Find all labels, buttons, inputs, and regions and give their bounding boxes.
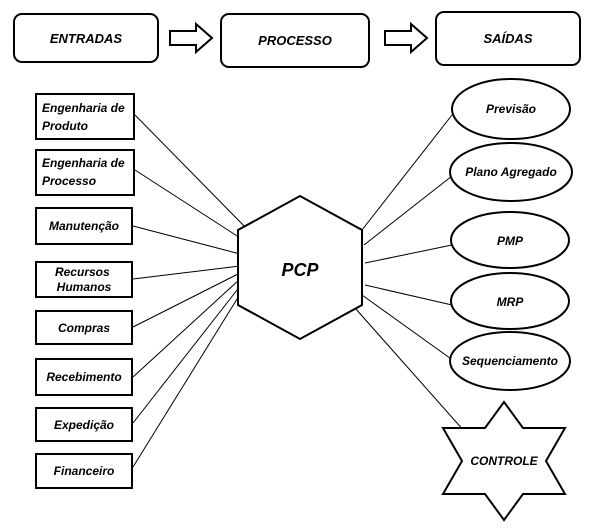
pcp-hexagon (237, 194, 363, 341)
entradas-label: ENTRADAS (50, 31, 123, 46)
connector-input-5 (132, 272, 241, 328)
controle-star (441, 400, 567, 522)
connector-output-4 (364, 284, 453, 306)
input-label: Engenharia de Produto (42, 101, 128, 133)
input-box (35, 149, 135, 196)
controle-label: CONTROLE (470, 454, 538, 468)
connector-input-2 (134, 169, 249, 244)
input-box (35, 207, 133, 245)
connector-input-8 (132, 290, 243, 468)
output-ellipse (450, 272, 570, 330)
input-label: Engenharia de Processo (42, 156, 128, 188)
output-label: MRP (497, 295, 525, 309)
connector-input-7 (132, 284, 242, 424)
connector-output-3 (364, 244, 453, 264)
output-ellipse (451, 78, 571, 140)
arrow-right-icon (169, 21, 214, 55)
input-label: Manutenção (49, 219, 119, 233)
connector-input-6 (132, 278, 241, 378)
entradas-box (13, 13, 159, 63)
header-row: ENTRADAS PROCESSO SAÍDAS (13, 11, 581, 68)
input-label: Recebimento (46, 370, 121, 384)
connector-input-3 (132, 225, 245, 256)
output-label: PMP (497, 234, 524, 248)
input-label: Financeiro (54, 464, 115, 478)
connector-output-1 (361, 114, 453, 231)
output-ellipse (450, 211, 570, 269)
input-box (35, 358, 133, 396)
connector-output-5 (361, 294, 455, 362)
connector-input-1 (134, 114, 251, 233)
arrow-right-icon (384, 21, 429, 55)
input-label: Expedição (54, 418, 114, 432)
output-ellipse (449, 331, 571, 391)
connector-output-2 (363, 175, 453, 246)
input-label: Compras (58, 321, 110, 335)
output-label: Plano Agregado (465, 165, 557, 179)
connector-input-4 (132, 265, 241, 280)
pcp-label: PCP (281, 260, 319, 280)
output-label: Previsão (486, 102, 536, 116)
input-box (35, 310, 133, 345)
saidas-label: SAÍDAS (483, 31, 532, 46)
input-box (35, 261, 133, 298)
input-list: Engenharia de Produto Engenharia de Proc… (35, 93, 135, 489)
output-list: Previsão Plano Agregado PMP MRP Sequenci… (449, 78, 573, 391)
input-box (35, 453, 133, 489)
input-box (35, 93, 135, 140)
output-label: Sequenciamento (462, 354, 558, 368)
connector-output-controle (354, 307, 466, 433)
input-label: Recursos Humanos (55, 265, 113, 294)
connectors (132, 114, 466, 468)
saidas-box (435, 11, 581, 66)
input-box (35, 407, 133, 442)
processo-box (220, 13, 370, 68)
output-ellipse (449, 142, 573, 202)
processo-label: PROCESSO (258, 33, 332, 48)
